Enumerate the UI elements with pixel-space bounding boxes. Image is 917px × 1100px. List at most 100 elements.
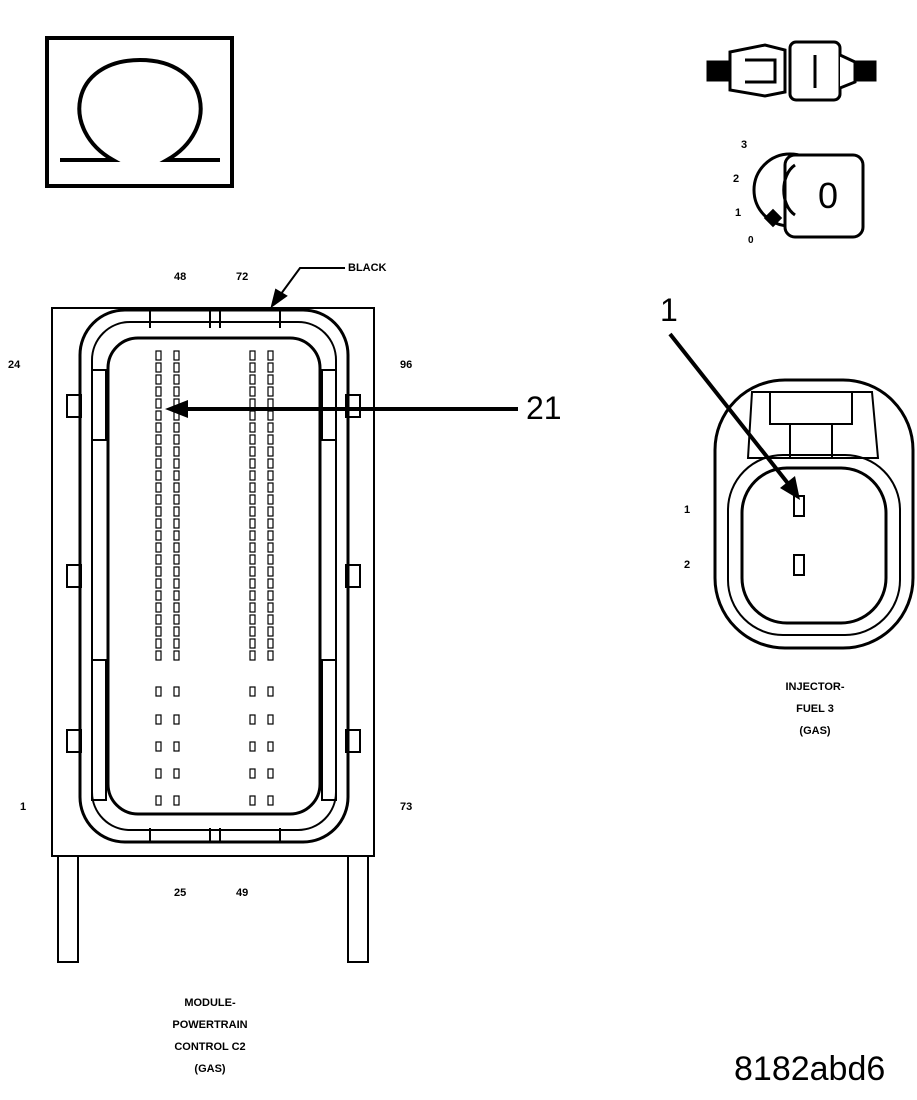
terminal-cavity <box>249 470 256 481</box>
terminal-cavity <box>155 470 162 481</box>
terminal-cavity <box>173 614 180 625</box>
terminal-cavity <box>249 458 256 469</box>
terminal-cavity <box>249 554 256 565</box>
terminal-cavity <box>267 410 274 421</box>
terminal-cavity <box>249 518 256 529</box>
terminal-cavity <box>155 386 162 397</box>
pcm-connector-caption: MODULE- POWERTRAIN CONTROL C2 (GAS) <box>140 992 280 1080</box>
terminal-cavity <box>267 542 274 553</box>
ignition-position-3: 3 <box>741 139 748 151</box>
terminal-cavity <box>267 768 274 779</box>
terminal-cavity <box>267 386 274 397</box>
terminal-cavity <box>173 482 180 493</box>
terminal-cavity <box>155 638 162 649</box>
terminal-cavity <box>155 714 162 725</box>
pin-number-73: 73 <box>400 801 413 813</box>
terminal-cavity <box>173 650 180 661</box>
pin-number-49: 49 <box>236 887 249 899</box>
terminal-cavity <box>155 434 162 445</box>
terminal-cavity <box>267 446 274 457</box>
terminal-cavity <box>173 686 180 697</box>
terminal-cavity <box>267 626 274 637</box>
terminal-cavity <box>267 518 274 529</box>
terminal-cavity <box>173 506 180 517</box>
terminal-cavity <box>173 386 180 397</box>
terminal-cavity <box>173 470 180 481</box>
terminal-cavity <box>249 768 256 779</box>
terminal-cavity <box>173 768 180 779</box>
pcm-caption-line-4: (GAS) <box>194 1063 226 1075</box>
terminal-cavity <box>155 506 162 517</box>
terminal-cavity <box>267 614 274 625</box>
terminal-cavity <box>155 542 162 553</box>
pin-number-96: 96 <box>400 359 413 371</box>
terminal-cavity <box>267 494 274 505</box>
terminal-cavity <box>155 362 162 373</box>
terminal-cavity <box>249 714 256 725</box>
callout-1-arrow <box>668 332 800 500</box>
terminal-cavity <box>267 590 274 601</box>
terminal-cavity <box>155 530 162 541</box>
pin-number-72: 72 <box>236 271 249 283</box>
terminal-cavity <box>267 650 274 661</box>
terminal-cavity <box>249 350 256 361</box>
callout-1-label: 1 <box>660 292 678 328</box>
terminal-cavity <box>155 458 162 469</box>
terminal-cavity <box>249 530 256 541</box>
terminal-cavity <box>155 350 162 361</box>
terminal-cavity <box>249 374 256 385</box>
terminal-cavity <box>155 374 162 385</box>
terminal-cavity <box>267 470 274 481</box>
terminal-cavity <box>155 422 162 433</box>
terminal-cavity <box>249 506 256 517</box>
terminal-cavity <box>267 566 274 577</box>
terminal-cavity <box>249 795 256 806</box>
terminal-cavity <box>267 374 274 385</box>
terminal-cavity <box>249 410 256 421</box>
terminal-cavity <box>267 714 274 725</box>
terminal-cavity <box>267 362 274 373</box>
terminal-cavity <box>249 686 256 697</box>
injector-connector-caption: INJECTOR- FUEL 3 (GAS) <box>745 676 885 742</box>
terminal-cavity <box>249 542 256 553</box>
terminal-cavity <box>155 602 162 613</box>
injector-caption-line-1: INJECTOR- <box>785 681 845 693</box>
terminal-cavity <box>249 741 256 752</box>
ignition-position-1: 1 <box>735 207 742 219</box>
terminal-cavity <box>155 741 162 752</box>
color-leader <box>270 267 345 309</box>
injector-pin-2: 2 <box>684 559 691 571</box>
terminal-cavity <box>173 590 180 601</box>
terminal-cavity <box>249 398 256 409</box>
terminal-cavity <box>249 422 256 433</box>
pin-number-1: 1 <box>20 801 27 813</box>
terminal-cavity <box>173 530 180 541</box>
terminal-cavity <box>173 542 180 553</box>
terminal-cavity <box>155 566 162 577</box>
terminal-cavity <box>173 741 180 752</box>
terminal-cavity <box>267 350 274 361</box>
pcm-caption-line-2: POWERTRAIN <box>172 1019 248 1031</box>
injector-caption-line-2: FUEL 3 <box>796 703 834 715</box>
terminal-cavity <box>173 518 180 529</box>
terminal-cavity <box>249 386 256 397</box>
ignition-position-2: 2 <box>733 173 740 185</box>
terminal-cavity <box>249 626 256 637</box>
injector-pin-1: 1 <box>684 504 691 516</box>
pcm-terminal-cavities <box>155 350 274 806</box>
callout-21-arrow <box>165 400 518 418</box>
terminal-cavity <box>249 650 256 661</box>
terminal-cavity <box>173 494 180 505</box>
pin-number-48: 48 <box>174 271 187 283</box>
terminal-cavity <box>267 686 274 697</box>
terminal-cavity <box>249 482 256 493</box>
callout-21-label: 21 <box>526 390 562 426</box>
pcm-caption-line-3: CONTROL C2 <box>174 1041 246 1053</box>
terminal-cavity <box>267 602 274 613</box>
terminal-cavity <box>249 362 256 373</box>
terminal-cavity <box>249 566 256 577</box>
terminal-cavity <box>267 434 274 445</box>
pin-number-24: 24 <box>8 359 21 371</box>
terminal-cavity <box>155 686 162 697</box>
terminal-cavity <box>173 795 180 806</box>
